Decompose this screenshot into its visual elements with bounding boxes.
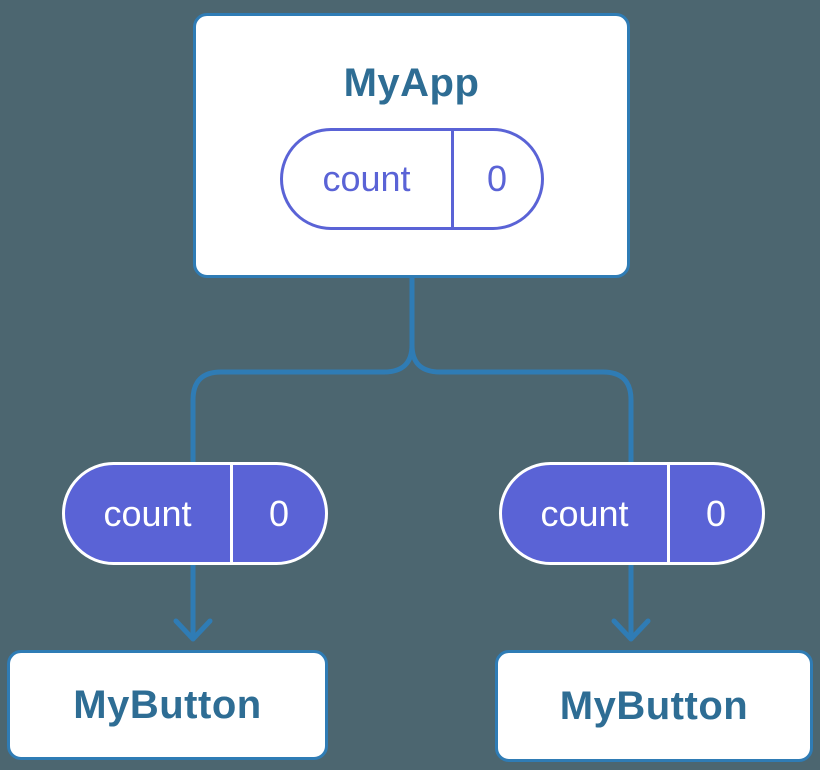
prop-name-label: count [65, 465, 233, 562]
prop-value-label: 0 [705, 492, 727, 534]
prop-pill-right: count 0 [499, 462, 765, 565]
connector-right-branch [409, 274, 651, 642]
connector-left-branch [173, 274, 415, 642]
node-myapp-title: MyApp [343, 61, 480, 105]
state-name-label: count [283, 131, 454, 227]
state-value-label: 0 [486, 158, 508, 199]
prop-pill-left: count 0 [62, 462, 328, 565]
node-mybutton-left: MyButton [7, 650, 328, 760]
state-pill-myapp: count 0 [279, 128, 544, 230]
node-mybutton-title: MyButton [73, 682, 262, 727]
node-mybutton-right: MyButton [495, 650, 813, 762]
node-mybutton-title: MyButton [559, 683, 749, 728]
node-myapp: MyApp count 0 [193, 13, 630, 278]
prop-name-label: count [502, 465, 670, 562]
prop-value-label: 0 [268, 492, 290, 534]
